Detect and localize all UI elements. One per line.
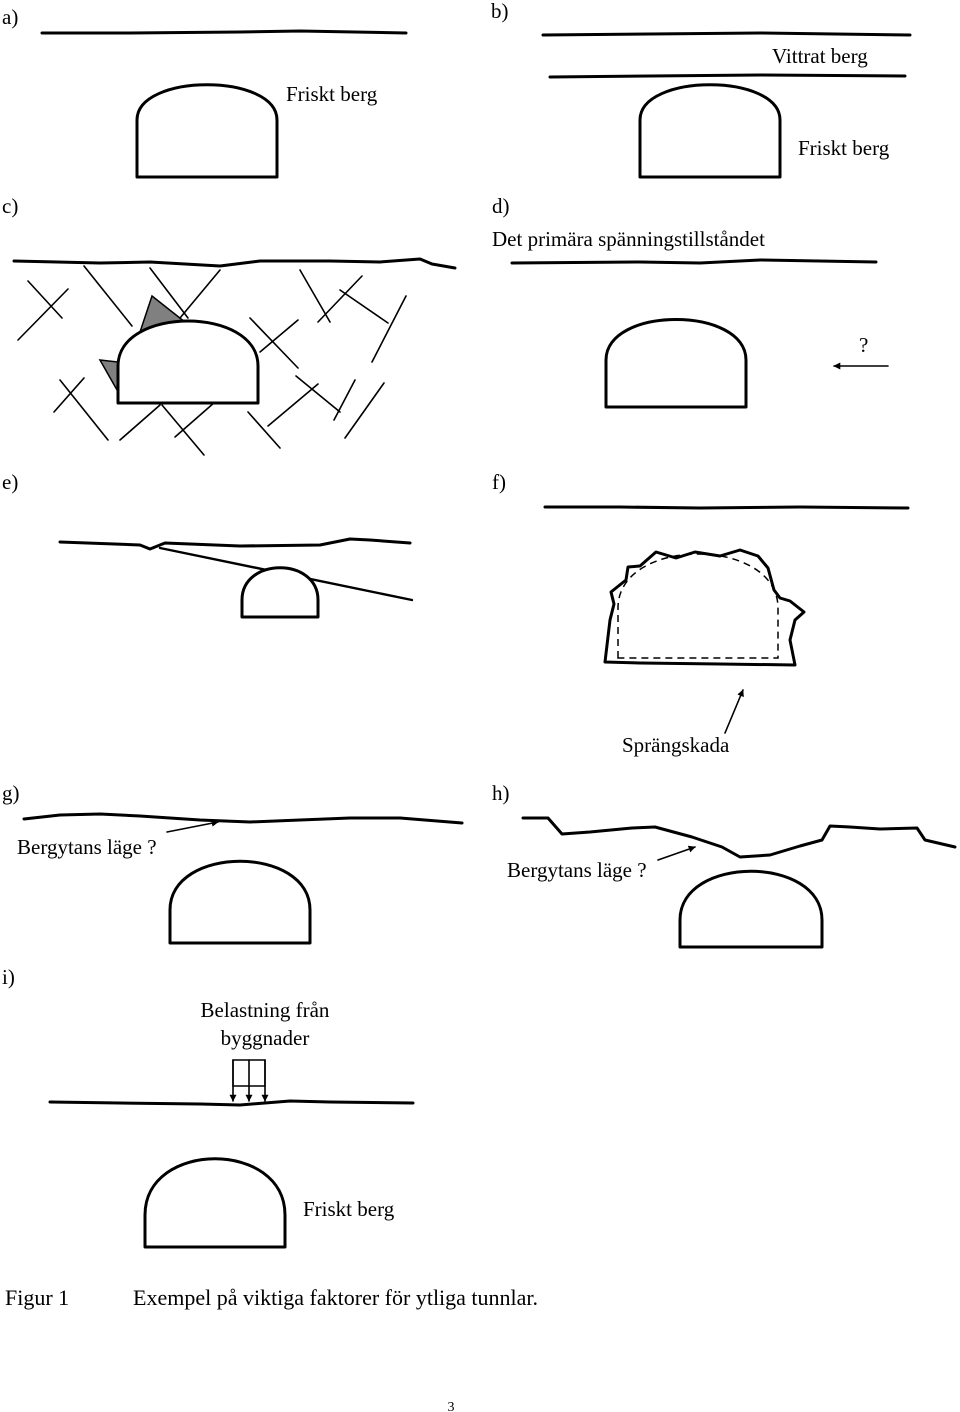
panel-d-tag: d) xyxy=(492,194,510,218)
panel-c-tag: c) xyxy=(2,194,18,218)
panel-h-tunnel xyxy=(678,869,824,949)
panel-c-joint xyxy=(53,377,85,413)
panel-g: g) Bergytans läge ? xyxy=(2,781,464,945)
panel-f-design-contour xyxy=(617,553,779,659)
panel-b-weathering-boundary xyxy=(548,73,907,79)
panel-f-damage-arrow xyxy=(724,689,744,734)
panel-e-tunnel xyxy=(240,566,320,619)
panel-b-ground-surface xyxy=(541,31,912,37)
panel-i: i) Belastning från byggnader Friskt berg xyxy=(2,965,415,1249)
panel-i-tunnel xyxy=(143,1157,287,1249)
figure-caption: Figur 1 Exempel på viktiga faktorer för … xyxy=(5,1285,538,1310)
panel-g-surface-label: Bergytans läge ? xyxy=(17,835,157,859)
panel-f-tag: f) xyxy=(492,470,506,494)
panel-b-rock-label: Friskt berg xyxy=(798,136,890,160)
panel-f-damage-label: Sprängskada xyxy=(622,733,730,757)
panel-c-tunnel xyxy=(116,319,260,405)
panel-h: h) Bergytans läge ? xyxy=(492,781,957,949)
panel-c-joint xyxy=(27,280,63,319)
panel-d-tunnel xyxy=(604,318,748,409)
panel-a-ground-surface xyxy=(40,29,408,35)
panel-c-fallen-wedge xyxy=(98,359,119,393)
panel-d-ground-surface xyxy=(510,258,878,265)
panel-i-ground-surface xyxy=(48,1099,415,1107)
panel-c-joint xyxy=(267,383,319,427)
panel-c-joint xyxy=(333,379,356,421)
panel-i-load-label-line2: byggnader xyxy=(221,1026,310,1050)
panel-c-joint xyxy=(179,269,221,319)
panel-g-surface-arrow xyxy=(166,819,219,833)
panel-h-ground-surface xyxy=(521,816,957,859)
panel-i-load-label-line1: Belastning från xyxy=(201,998,330,1022)
panel-b-tag: b) xyxy=(491,0,509,23)
page-number: 3 xyxy=(448,1400,455,1412)
caption-figure-number: Figur 1 xyxy=(5,1285,69,1310)
panel-c-joint xyxy=(371,295,407,363)
panel-c-joint xyxy=(17,288,69,341)
panel-d-title: Det primära spänningstillståndet xyxy=(492,227,765,251)
panel-a-tunnel xyxy=(135,83,279,179)
panel-c-joint xyxy=(259,319,299,353)
panel-f-blast-damage-outline xyxy=(603,548,806,667)
panel-e-ground-surface xyxy=(58,537,412,551)
panel-e: e) xyxy=(2,470,414,619)
panel-f: f) Sprängskada xyxy=(492,470,910,757)
panel-e-tag: e) xyxy=(2,470,18,494)
panel-c-ground-surface xyxy=(12,257,457,270)
caption-text: Exempel på viktiga faktorer för ytliga t… xyxy=(133,1285,538,1310)
panel-c-joint xyxy=(247,411,281,449)
panel-g-ground-surface xyxy=(22,812,464,825)
panel-c-joint xyxy=(299,269,331,323)
panel-h-surface-arrow xyxy=(657,845,696,861)
panel-i-building-load-arrows xyxy=(229,1059,269,1102)
panel-c-joint xyxy=(59,379,109,441)
panel-h-surface-label: Bergytans läge ? xyxy=(507,858,647,882)
panel-b: b) Vittrat berg Friskt berg xyxy=(491,0,912,179)
panel-i-rock-label: Friskt berg xyxy=(303,1197,395,1221)
panel-d: d) Det primära spänningstillståndet ? xyxy=(492,194,889,409)
panel-c-joint xyxy=(249,317,299,369)
panel-c-joint-set xyxy=(17,265,407,456)
panel-c-joint xyxy=(317,275,363,323)
panel-b-tunnel xyxy=(638,83,782,179)
panel-c: c) xyxy=(2,194,457,456)
panel-i-tag: i) xyxy=(2,965,15,989)
panel-c-joint xyxy=(295,375,341,413)
panel-a: a) Friskt berg xyxy=(2,5,408,179)
panel-g-tunnel xyxy=(168,859,312,945)
panel-c-joint xyxy=(119,404,161,441)
panel-d-question-mark: ? xyxy=(859,333,868,357)
panel-c-joint xyxy=(83,265,133,327)
panel-b-weathered-label: Vittrat berg xyxy=(772,44,868,68)
panel-c-joint xyxy=(149,267,189,319)
panel-f-ground-surface xyxy=(543,505,910,510)
panel-a-rock-label: Friskt berg xyxy=(286,82,378,106)
panel-c-joint xyxy=(339,289,389,324)
panel-c-joint xyxy=(344,382,385,439)
panel-g-tag: g) xyxy=(2,781,20,805)
panel-c-joint xyxy=(174,401,216,438)
panel-h-tag: h) xyxy=(492,781,510,805)
panel-a-tag: a) xyxy=(2,5,18,29)
